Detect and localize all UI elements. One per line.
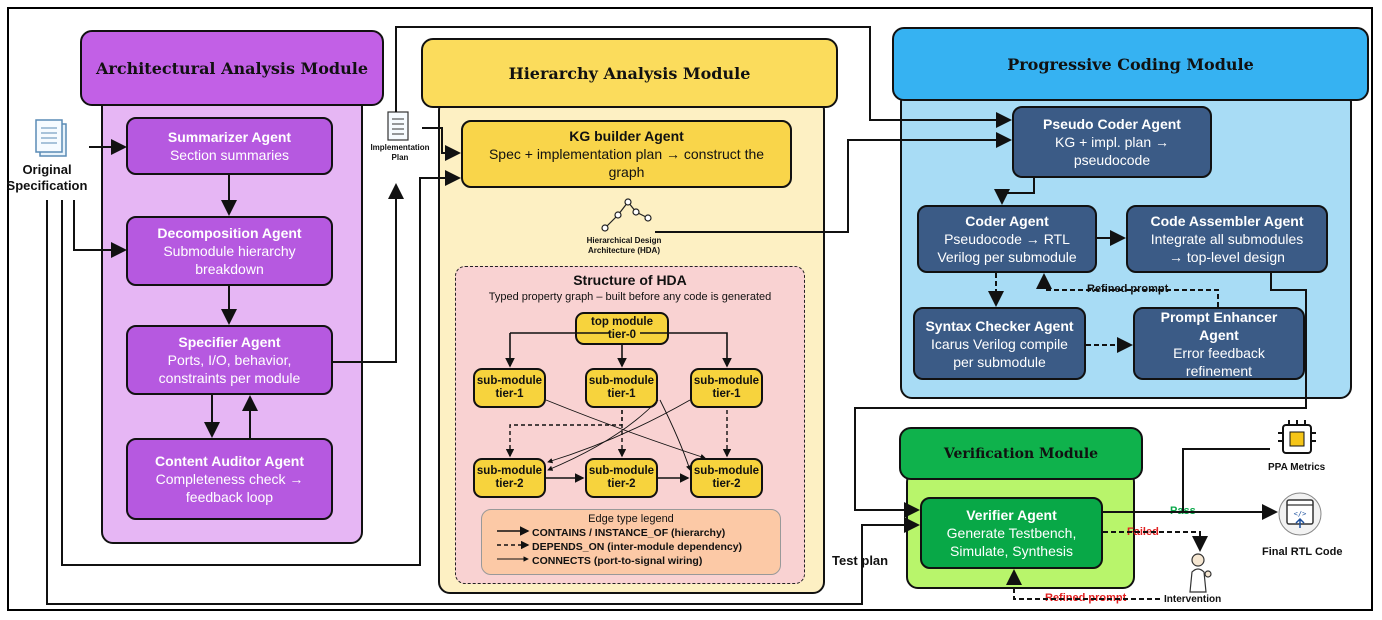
- node-line: sub-module: [588, 465, 655, 477]
- agent-title: Content Auditor Agent: [154, 453, 305, 469]
- agent-title: Decomposition Agent: [157, 225, 302, 241]
- node-line: sub-module: [588, 375, 655, 387]
- tier2-node-a: sub-module tier-2: [473, 458, 546, 498]
- agent-desc: Simulate, Synthesis: [950, 543, 1073, 559]
- agent-title: Summarizer Agent: [167, 129, 292, 145]
- syntax-checker-agent: Syntax Checker Agent Icarus Verilog comp…: [913, 307, 1086, 380]
- tier1-node-c: sub-module tier-1: [690, 368, 763, 408]
- node-line: tier-2: [607, 478, 636, 490]
- impl-plan-line2: Plan: [391, 153, 409, 162]
- agent-desc: Generate Testbench,: [946, 525, 1077, 541]
- agent-title: Coder Agent: [965, 213, 1049, 229]
- top-module-node: top module tier-0: [575, 312, 669, 345]
- legend-title: Edge type legend: [588, 513, 674, 525]
- original-spec-label: Original Specification: [2, 162, 92, 194]
- agent-desc: breakdown: [195, 261, 264, 277]
- node-line: sub-module: [476, 465, 543, 477]
- verif-module-title: Verification Module: [899, 427, 1143, 480]
- node-line: tier-1: [607, 388, 636, 400]
- structure-subtitle: Typed property graph – built before any …: [488, 291, 772, 303]
- agent-desc: refinement: [1185, 362, 1253, 379]
- agent-title: Syntax Checker Agent: [925, 317, 1074, 334]
- verifier-agent: Verifier Agent Generate Testbench, Simul…: [920, 497, 1103, 569]
- summarizer-agent: Summarizer Agent Section summaries: [126, 117, 333, 175]
- pseudo-coder-agent: Pseudo Coder Agent KG + impl. plan → pse…: [1012, 106, 1212, 178]
- agent-desc: Error feedback: [1173, 344, 1265, 361]
- node-line: sub-module: [693, 465, 760, 477]
- agent-desc: → top-level design: [1169, 249, 1285, 265]
- tier2-node-b: sub-module tier-2: [585, 458, 658, 498]
- legend-item-connects: CONNECTS (port-to-signal wiring): [532, 555, 703, 567]
- legend-item-contains: CONTAINS / INSTANCE_OF (hierarchy): [532, 527, 726, 539]
- node-line: sub-module: [476, 375, 543, 387]
- specifier-agent: Specifier Agent Ports, I/O, behavior, co…: [126, 325, 333, 395]
- legend-item-depends: DEPENDS_ON (inter-module dependency): [532, 541, 743, 553]
- agent-desc: Section summaries: [169, 147, 290, 163]
- agent-desc: Icarus Verilog compile: [931, 335, 1068, 352]
- agent-title: KG builder Agent: [569, 128, 684, 144]
- node-line: tier-2: [712, 478, 741, 490]
- hda-label: Hierarchical Design Architecture (HDA): [564, 236, 684, 256]
- agent-desc: KG + impl. plan →: [1055, 134, 1169, 150]
- hda-line1: Hierarchical Design: [586, 236, 662, 245]
- ppa-metrics-label: PPA Metrics: [1268, 462, 1326, 473]
- pass-label: Pass: [1170, 505, 1196, 517]
- refined-prompt-label-verif: Refined prompt: [1042, 592, 1130, 604]
- original-spec-line1: Original: [22, 162, 72, 177]
- node-line: top module: [591, 315, 653, 328]
- node-line: tier-1: [712, 388, 741, 400]
- tier2-node-c: sub-module tier-2: [690, 458, 763, 498]
- node-line: tier-1: [495, 388, 524, 400]
- hda-line2: Architecture (HDA): [587, 246, 660, 255]
- kg-builder-agent: KG builder Agent Spec + implementation p…: [461, 120, 792, 188]
- agent-desc: Pseudocode → RTL: [944, 231, 1070, 247]
- agent-desc: Completeness check →: [155, 471, 304, 487]
- content-auditor-agent: Content Auditor Agent Completeness check…: [126, 438, 333, 520]
- diagram-frame: [7, 7, 1373, 611]
- agent-desc: per submodule: [953, 353, 1046, 370]
- impl-plan-label: Implementation Plan: [360, 143, 440, 163]
- tier1-node-b: sub-module tier-1: [585, 368, 658, 408]
- prog-module-title: Progressive Coding Module: [892, 27, 1369, 101]
- agent-desc: Integrate all submodules: [1150, 231, 1304, 247]
- node-line: sub-module: [693, 375, 760, 387]
- intervention-label: Intervention: [1164, 594, 1222, 605]
- agent-desc: Spec + implementation plan → construct t…: [488, 146, 765, 162]
- hier-module-title: Hierarchy Analysis Module: [421, 38, 838, 108]
- coder-agent: Coder Agent Pseudocode → RTL Verilog per…: [917, 205, 1097, 273]
- agent-desc: Submodule hierarchy: [163, 243, 296, 259]
- node-line: tier-2: [495, 478, 524, 490]
- structure-title: Structure of HDA: [573, 272, 687, 288]
- arch-module-title: Architectural Analysis Module: [80, 30, 384, 106]
- agent-desc: feedback loop: [185, 489, 274, 505]
- node-line: tier-0: [607, 328, 637, 341]
- prompt-enhancer-agent: Prompt Enhancer Agent Error feedback ref…: [1133, 307, 1305, 380]
- agent-title: Specifier Agent: [178, 334, 281, 350]
- impl-plan-line1: Implementation: [370, 143, 430, 152]
- code-assembler-agent: Code Assembler Agent Integrate all submo…: [1126, 205, 1328, 273]
- original-spec-line2: Specification: [6, 178, 88, 193]
- tier1-node-a: sub-module tier-1: [473, 368, 546, 408]
- agent-desc: graph: [608, 164, 645, 180]
- final-rtl-label: Final RTL Code: [1262, 546, 1343, 558]
- agent-desc: Verilog per submodule: [937, 249, 1077, 265]
- decomposition-agent: Decomposition Agent Submodule hierarchy …: [126, 216, 333, 286]
- test-plan-label: Test plan: [832, 553, 889, 568]
- agent-desc: constraints per module: [158, 370, 301, 386]
- refined-prompt-label-coding: Refined prompt: [1084, 283, 1172, 295]
- agent-desc: Ports, I/O, behavior,: [167, 352, 292, 368]
- agent-title: Code Assembler Agent: [1150, 213, 1304, 229]
- agent-title: Verifier Agent: [966, 507, 1057, 523]
- failed-label: Failed: [1127, 526, 1159, 538]
- agent-title: Prompt Enhancer Agent: [1160, 308, 1278, 343]
- agent-title: Pseudo Coder Agent: [1043, 116, 1181, 132]
- agent-desc: pseudocode: [1073, 152, 1151, 168]
